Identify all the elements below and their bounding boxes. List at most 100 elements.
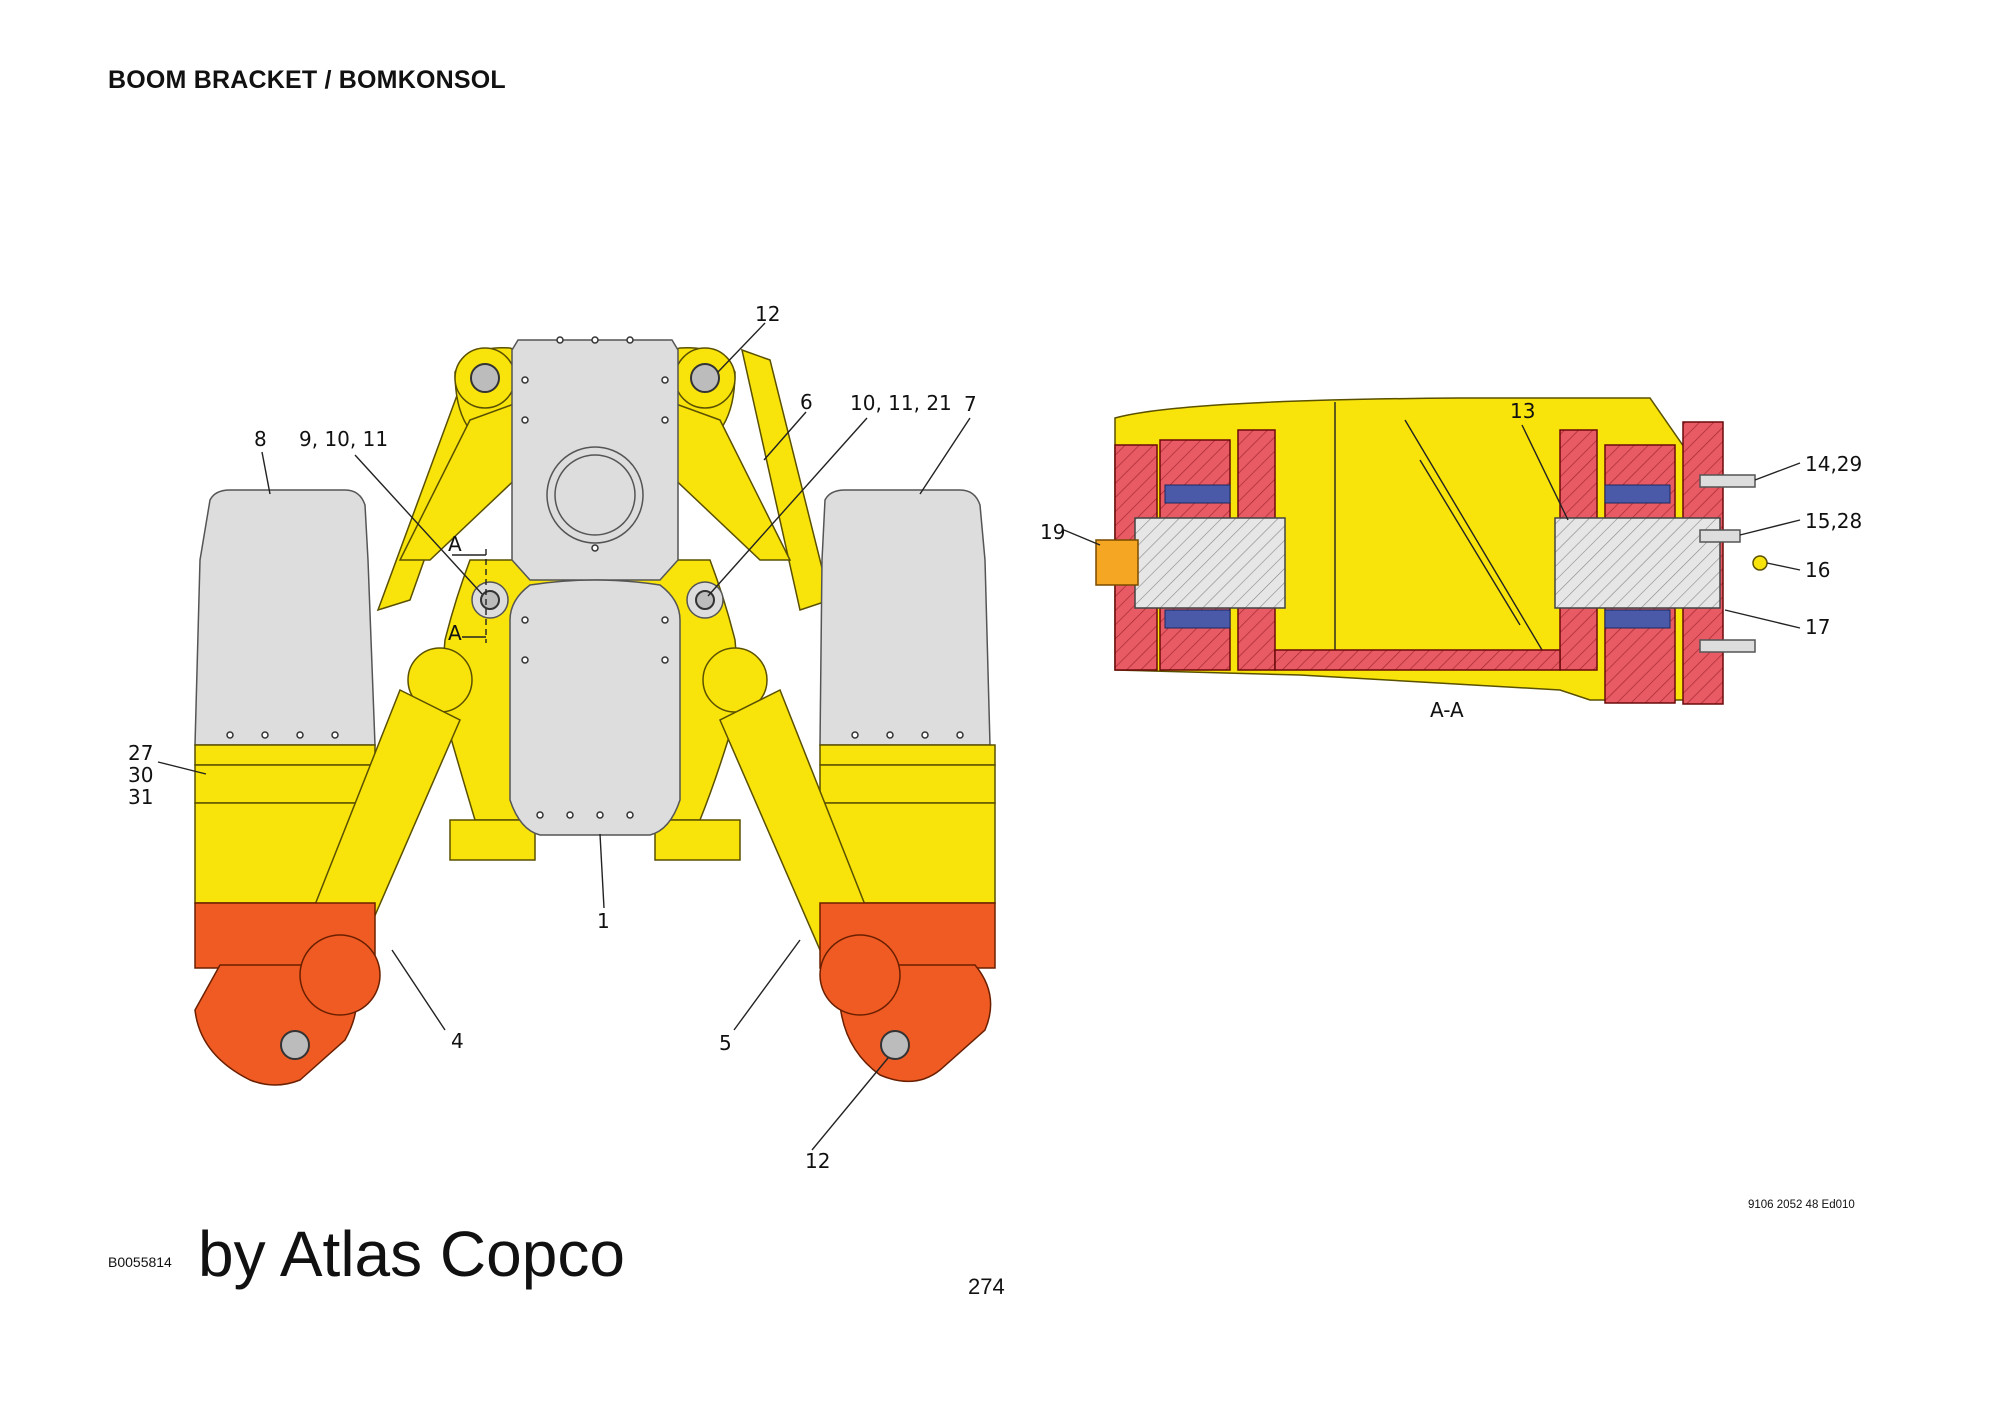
leader-17 [1724,609,1801,629]
shaft-right [1554,517,1721,609]
callout-6: 6 [800,390,813,414]
callout-12-bottom: 12 [805,1149,830,1173]
bolt-hole [661,616,669,624]
leader-1 [599,833,605,909]
callout-16: 16 [1805,558,1830,582]
flange-left [449,819,536,861]
leader-8 [261,451,271,495]
leader-27-30-31 [157,761,207,775]
lower-plate [509,579,681,836]
left-knuckle [299,934,381,1016]
callout-17: 17 [1805,615,1830,639]
bolt-hole [226,731,234,739]
callout-8: 8 [254,427,267,451]
shaft-left [1134,517,1286,609]
bolt-14 [1699,474,1756,488]
grease-nipple-16 [1752,555,1768,571]
section-diagonal-1 [1404,419,1546,656]
bolt-hole [331,731,339,739]
callout-13: 13 [1510,399,1535,423]
bolt-hole [521,416,529,424]
bolt-hole [591,544,599,552]
page-title: BOOM BRACKET / BOMKONSOL [108,66,506,94]
drawing-code: B0055814 [108,1254,172,1270]
section-label: A-A [1430,698,1464,722]
bolt-hole [661,656,669,664]
brand-text: by Atlas Copco [198,1218,625,1290]
bearing-right-bottom [1604,609,1671,629]
right-band [819,764,996,804]
leader-5 [733,939,801,1031]
callout-4: 4 [451,1029,464,1053]
bearing-left-bottom [1164,609,1231,629]
callout-19: 19 [1040,520,1065,544]
bearing-right-core [695,590,715,610]
callout-30: 30 [128,763,153,787]
bearing-left-top [1164,484,1231,504]
bearing-left-core [480,590,500,610]
left-band-upper [194,744,376,766]
leader-4 [391,949,446,1031]
left-band [194,764,376,804]
bolt-hole [626,336,634,344]
bolt-hole [661,376,669,384]
leader-9-10-11 [354,454,483,595]
section-mark-top: A [448,532,462,556]
callout-7: 7 [964,392,977,416]
page-number: 274 [968,1274,1005,1299]
callout-10-11-21: 10, 11, 21 [850,391,952,415]
section-view-aa: 13 19 14,29 15,28 16 17 A-A [1040,397,1862,722]
leader-12-bottom [811,1057,889,1151]
left-boom-plate [194,489,376,746]
flange-right [654,819,741,861]
right-knuckle [819,934,901,1016]
callout-5: 5 [719,1031,732,1055]
bolt-17 [1699,639,1756,653]
callout-9-10-11: 9, 10, 11 [299,427,388,451]
section-mark-bottom: A [448,621,462,645]
center-bore-inner [554,454,636,536]
strut-right [740,348,831,611]
bolt-15 [1699,529,1741,543]
callout-27: 27 [128,741,153,765]
bolt-hole [556,336,564,344]
bolt-hole [521,376,529,384]
bearing-right-top [1604,484,1671,504]
document-code: 9106 2052 48 Ed010 [1748,1199,1855,1211]
pin-top-right [690,363,720,393]
bolt-hole [521,656,529,664]
right-band-upper [819,744,996,766]
section-tie-bar [1274,649,1561,671]
leader-13 [1521,424,1569,521]
bolt-hole [921,731,929,739]
bolt-hole [521,616,529,624]
leader-19 [1063,529,1101,546]
bolt-hole [591,336,599,344]
section-diagonal-2 [1419,459,1521,626]
bolt-hole [956,731,964,739]
pin-bottom-left [280,1030,310,1060]
bolt-hole [886,731,894,739]
bolt-hole [261,731,269,739]
leader-7 [919,417,971,495]
callout-31: 31 [128,785,153,809]
front-view: A A 12 6 10, 11, 21 7 8 9, 10, 11 27 30 … [128,302,996,1173]
bolt-hole [296,731,304,739]
bolt-hole [536,811,544,819]
nut-19 [1095,539,1139,586]
bolt-hole [851,731,859,739]
right-boom-plate [819,489,991,746]
leader-12-top [717,322,766,373]
bolt-hole [596,811,604,819]
leader-10-11-21 [707,417,868,597]
pin-top-left [470,363,500,393]
leader-15-28 [1739,519,1801,536]
leader-14-29 [1754,462,1801,481]
callout-15-28: 15,28 [1805,509,1862,533]
plate-bolt-holes [226,336,964,819]
callout-1: 1 [597,909,610,933]
bolt-hole [661,416,669,424]
callout-12-top: 12 [755,302,780,326]
bolt-hole [566,811,574,819]
